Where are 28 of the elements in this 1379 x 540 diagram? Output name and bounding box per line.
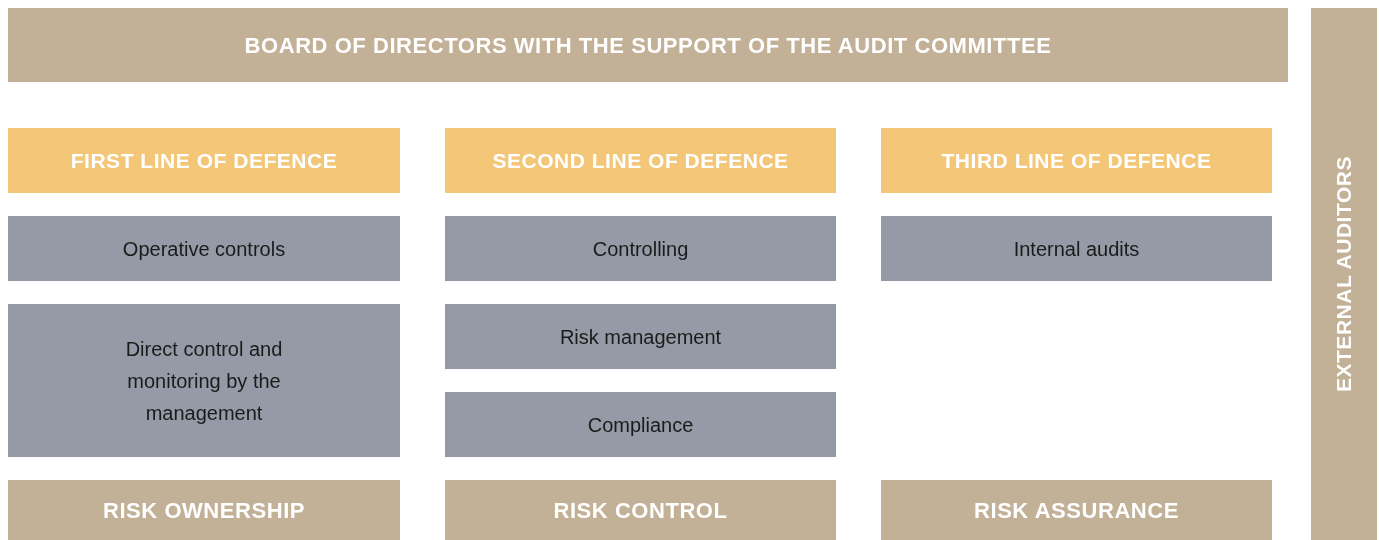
process-box xyxy=(445,216,836,281)
box-label: Risk management xyxy=(558,324,723,350)
box-label: RISK OWNERSHIP xyxy=(102,496,306,525)
column-header xyxy=(8,128,400,193)
box-label: SECOND LINE OF DEFENCE xyxy=(492,147,789,174)
process-box xyxy=(445,392,836,457)
process-box xyxy=(8,216,400,281)
box-label: Direct control and monitoring by the management xyxy=(124,336,284,426)
box-label: BOARD OF DIRECTORS WITH THE SUPPORT OF THE AUDIT COMMITTEE xyxy=(244,31,1052,60)
box-label: Operative controls xyxy=(121,236,287,262)
process-box xyxy=(8,304,400,457)
footer-bar xyxy=(8,480,400,540)
box-label: Controlling xyxy=(591,236,690,262)
box-label: THIRD LINE OF DEFENCE xyxy=(941,147,1212,174)
column-header xyxy=(445,128,836,193)
box-label: RISK ASSURANCE xyxy=(974,496,1179,525)
process-box xyxy=(445,304,836,369)
column-header xyxy=(881,128,1272,193)
box-label: FIRST LINE OF DEFENCE xyxy=(70,147,338,174)
box-label: Compliance xyxy=(586,412,695,438)
process-box xyxy=(881,216,1272,281)
footer-bar xyxy=(881,480,1272,540)
side-banner xyxy=(1311,8,1377,540)
board-banner xyxy=(8,8,1288,82)
box-label: RISK CONTROL xyxy=(553,496,728,525)
box-label: EXTERNAL AUDITORS xyxy=(1331,155,1357,393)
box-label: Internal audits xyxy=(1012,236,1141,262)
footer-bar xyxy=(445,480,836,540)
